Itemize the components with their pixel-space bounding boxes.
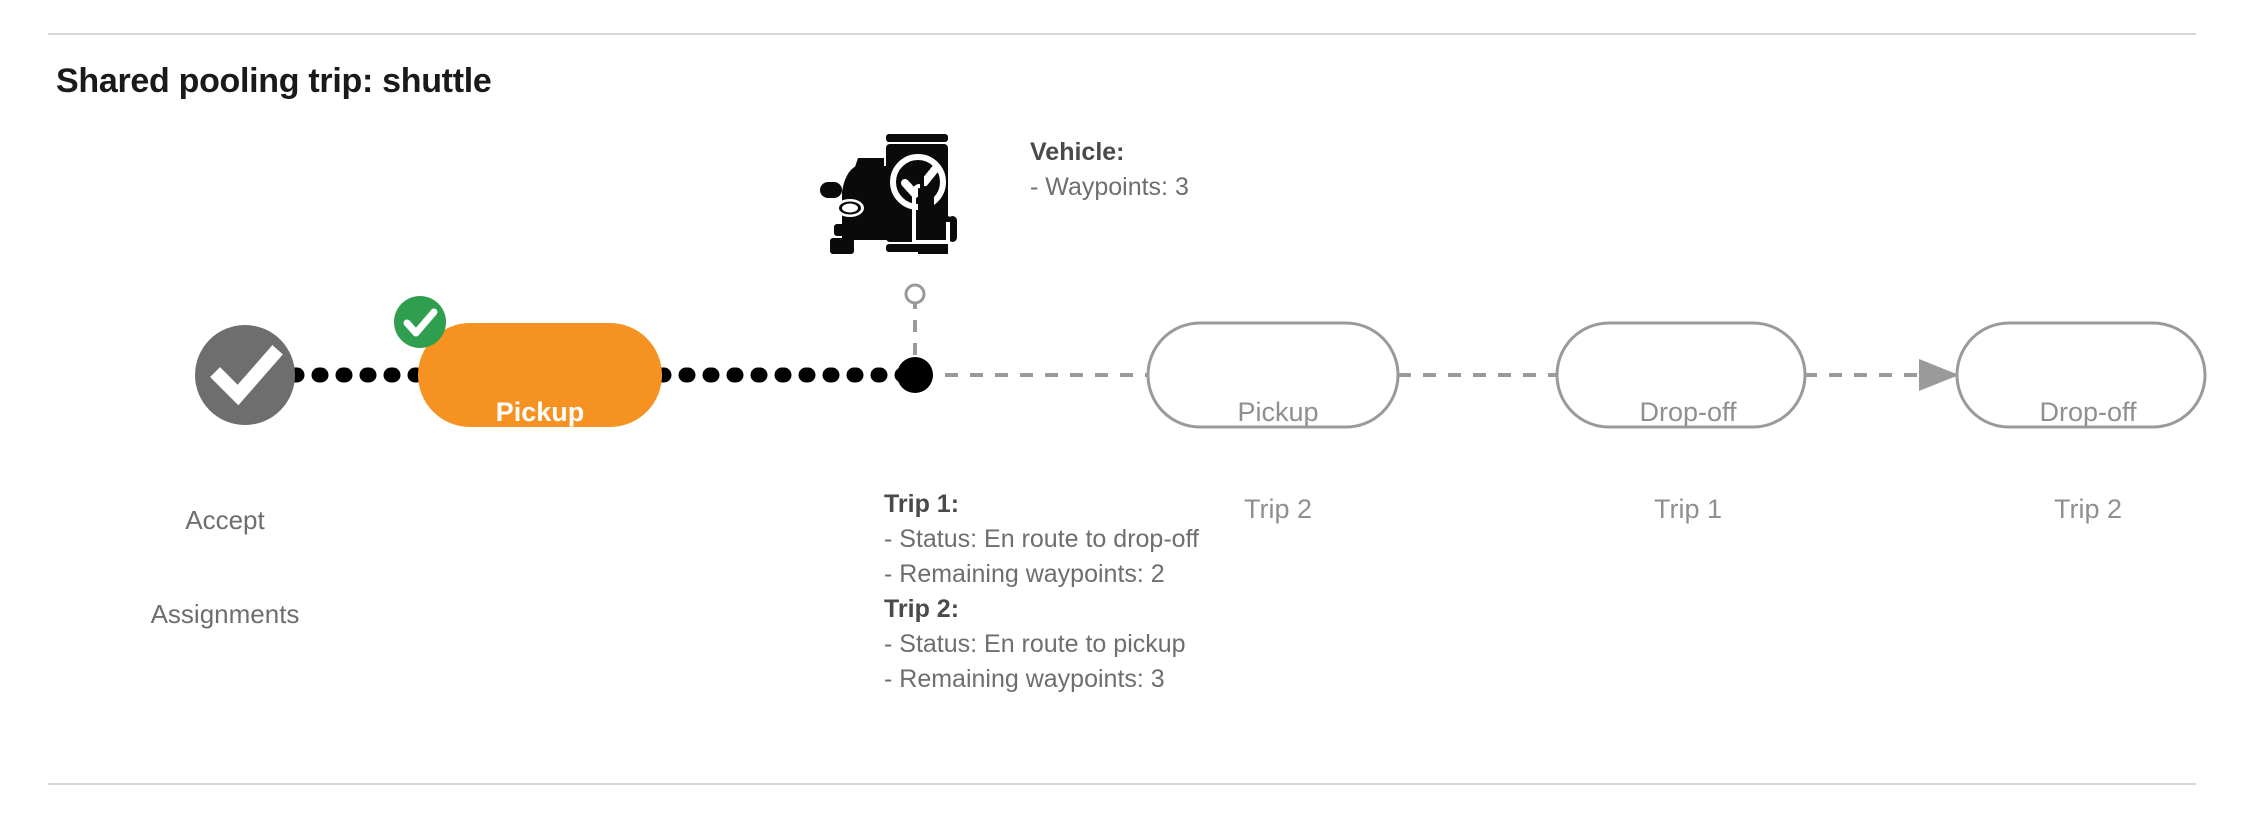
vehicle-info-heading-text: Vehicle xyxy=(1030,138,1117,166)
trip-1-heading-colon: : xyxy=(950,490,960,518)
top-divider xyxy=(48,33,2196,35)
vehicle-info-block: Vehicle: - Waypoints: 3 xyxy=(1030,135,1189,205)
vehicle-position-dot[interactable] xyxy=(897,357,933,393)
node-dropoff-trip-1[interactable] xyxy=(1555,321,1807,429)
trip-2-status: - Status: En route to pickup xyxy=(884,630,1186,658)
vehicle-info-waypoints: - Waypoints: 3 xyxy=(1030,173,1189,201)
bottom-divider xyxy=(48,783,2196,785)
pickup-trip-1-status-badge xyxy=(394,296,446,348)
node-pickup-trip-2[interactable] xyxy=(1146,321,1400,429)
check-badge-icon xyxy=(394,296,446,348)
trip-1-heading: Trip 1: xyxy=(884,487,1199,522)
check-circle-icon xyxy=(210,345,283,406)
trip-1-status: - Status: En route to drop-off xyxy=(884,525,1199,553)
trip-2-heading: Trip 2: xyxy=(884,592,1199,627)
vehicle-connector-ring xyxy=(904,283,926,305)
trip-1-waypoints: - Remaining waypoints: 2 xyxy=(884,560,1165,588)
accept-assignments-circle[interactable] xyxy=(195,325,295,425)
node-dropoff-trip-2[interactable] xyxy=(1955,321,2207,429)
trip-2-heading-text: Trip 2 xyxy=(884,595,951,623)
page-title: Shared pooling trip: shuttle xyxy=(56,62,492,100)
node-pickup-trip-1[interactable] xyxy=(418,323,662,427)
trip-2-waypoints: - Remaining waypoints: 3 xyxy=(884,665,1165,693)
trip-info-block: Trip 1: - Status: En route to drop-off -… xyxy=(884,487,1199,697)
vehicle-info-heading-colon: : xyxy=(1116,138,1125,166)
vehicle-info-heading: Vehicle: xyxy=(1030,135,1189,170)
vehicle-app-checkin-icon xyxy=(812,120,972,270)
trip-1-heading-text: Trip 1 xyxy=(884,490,951,518)
vehicle-position-marker[interactable] xyxy=(897,283,933,393)
sidebar-node-accept-assignments[interactable] xyxy=(195,325,295,425)
trip-2-heading-colon: : xyxy=(950,595,960,623)
